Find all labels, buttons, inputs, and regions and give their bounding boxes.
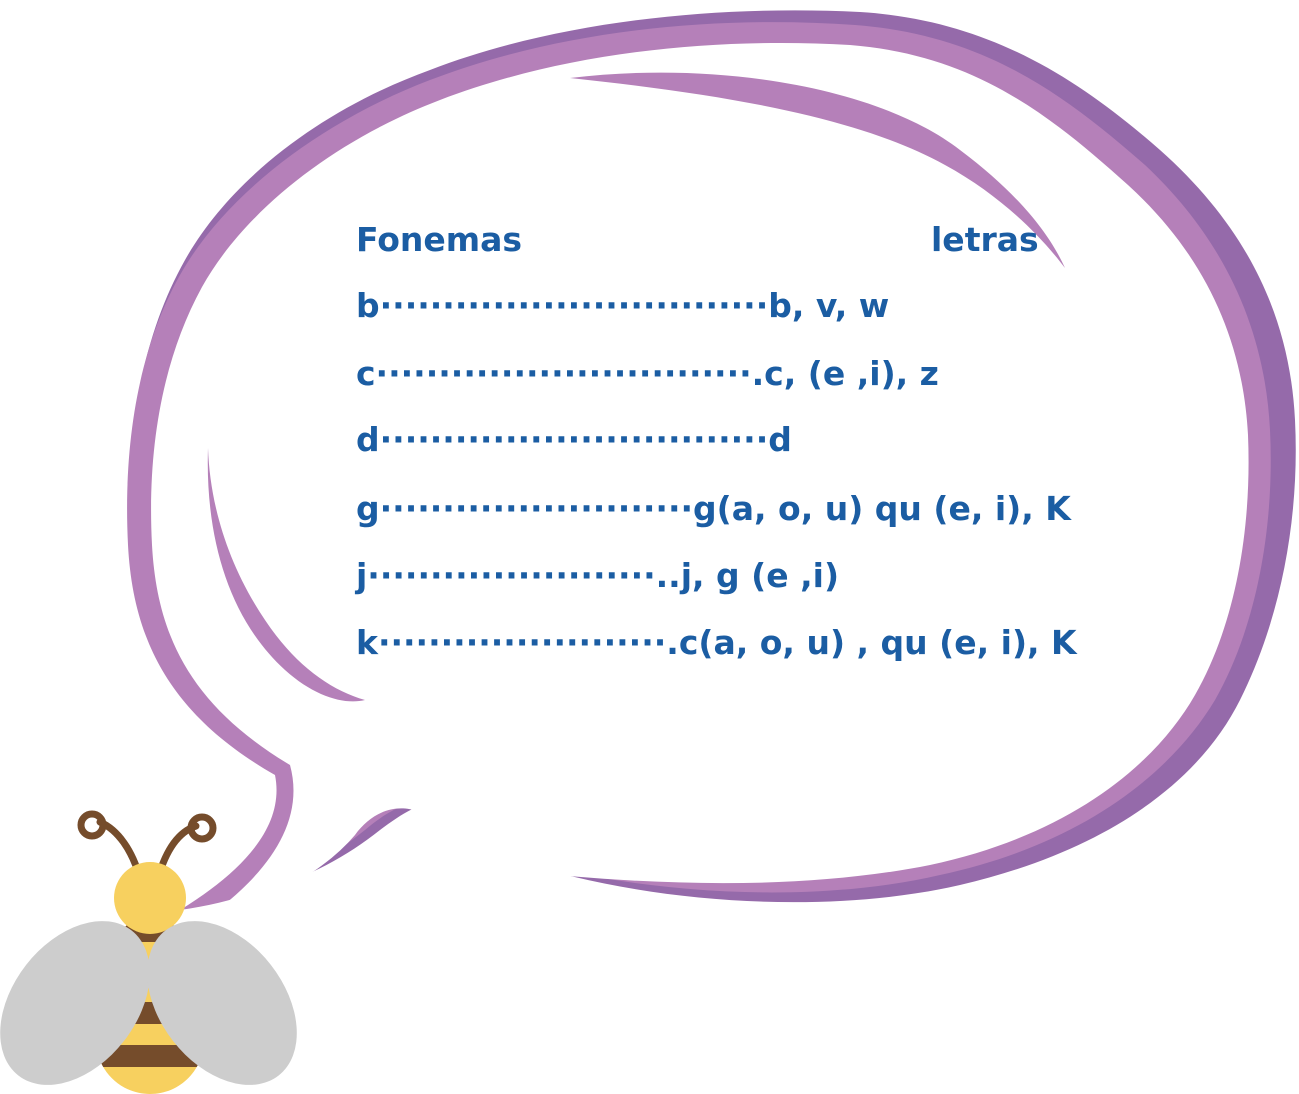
phoneme-row-k: k·······················.c(a, o, u) , qu… — [356, 623, 1077, 662]
phoneme-row-c: c······························.c, (e ,i… — [356, 354, 939, 393]
bee-wing-right — [147, 921, 297, 1085]
bee-antenna-tip-left — [77, 810, 107, 840]
bee-antenna-tip-right — [187, 813, 217, 843]
phoneme-row-d: d·······························d — [356, 420, 792, 459]
phoneme-row-j: j·······················..j, g (e ,i) — [356, 556, 840, 595]
phoneme-row-g: g·························g(a, o, u) qu … — [356, 489, 1071, 528]
bee-icon — [0, 810, 297, 1094]
bee-head — [114, 862, 186, 934]
header-letras: letras — [931, 220, 1039, 259]
speech-bubble-icon — [127, 10, 1296, 912]
header-fonemas: Fonemas — [356, 220, 523, 259]
phoneme-row-b: b·······························b, v, w — [356, 286, 890, 325]
bubble-interior — [151, 42, 1249, 912]
bubble-highlight-top — [570, 72, 1065, 268]
bee-stripe — [95, 1045, 205, 1067]
bee-wing-left — [0, 921, 150, 1085]
bubble-highlight-left — [207, 448, 365, 702]
